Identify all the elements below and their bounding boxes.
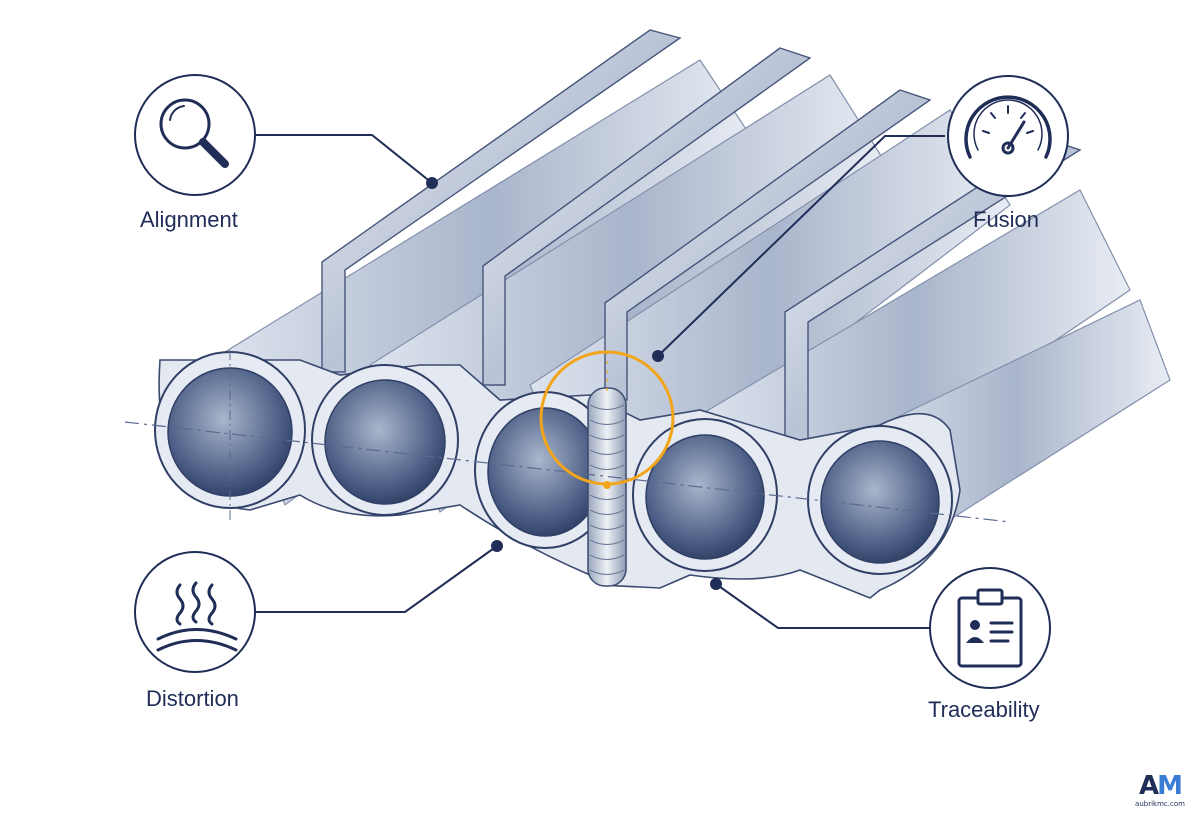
leader-dot-fusion (652, 350, 664, 362)
tube-sections (154, 351, 953, 575)
distortion-label: Distortion (146, 686, 239, 711)
leader-traceability (715, 583, 935, 629)
alignment-label: Alignment (140, 207, 238, 232)
magnifier-icon (159, 98, 229, 168)
leader-dot-traceability (710, 578, 722, 590)
brand-url: aubrikmc.com (1135, 800, 1185, 808)
leader-dot-alignment (426, 177, 438, 189)
tube-section-5 (807, 425, 953, 575)
gauge-icon (964, 95, 1052, 159)
tube-section-3 (474, 391, 616, 549)
traceability-label: Traceability (928, 697, 1040, 722)
leader-fusion (657, 135, 945, 357)
tube-section-4 (632, 418, 778, 572)
brand-mark: AM (1139, 771, 1183, 801)
leader-distortion (245, 545, 498, 613)
fusion-icon-circle (947, 75, 1069, 197)
heat-waves-icon (156, 581, 238, 652)
clipboard-id-icon (957, 588, 1023, 668)
weld-highlight-dot (603, 481, 611, 489)
fusion-label: Fusion (973, 207, 1040, 232)
alignment-icon-circle (134, 74, 256, 196)
tube-section-2 (311, 364, 459, 516)
traceability-icon-circle (929, 567, 1051, 689)
leader-alignment (255, 134, 433, 184)
leader-dot-distortion (491, 540, 503, 552)
brand-logo: AM aubrikmc.com (1134, 773, 1186, 808)
